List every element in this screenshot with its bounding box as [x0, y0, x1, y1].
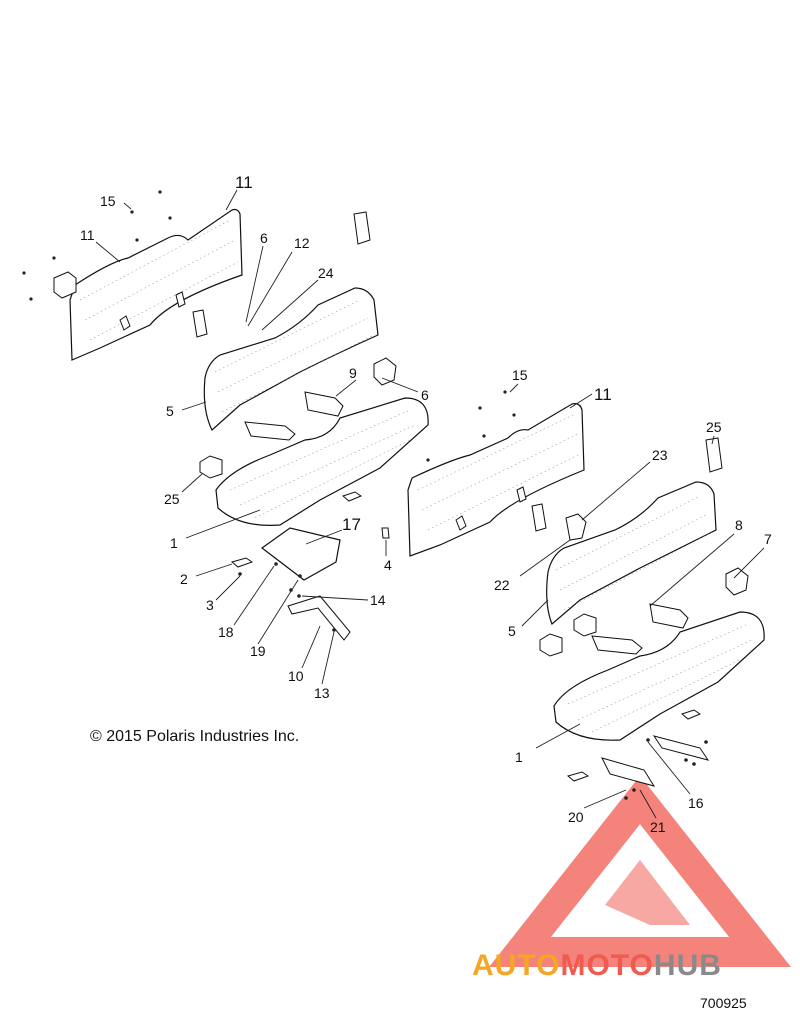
bumper-block-left [53, 271, 77, 299]
callout-11: 11 [80, 227, 95, 243]
hardware-screws-15-right [426, 390, 516, 462]
callout-25: 25 [164, 491, 180, 507]
bumper-block-7 [725, 567, 749, 596]
callout-15: 15 [100, 193, 116, 209]
latch-tab-center [341, 491, 363, 502]
watermark-wordmark: AUTOMOTOHUB [472, 949, 722, 982]
callout-22: 22 [494, 577, 510, 593]
callout-12: 12 [294, 235, 310, 251]
clip-4 [381, 527, 390, 539]
callout-4: 4 [384, 557, 392, 573]
hinge-bracket-top [353, 211, 371, 245]
bumper-block-25-left [199, 455, 223, 479]
leader-lines [95, 189, 765, 819]
watermark-part-moto: MOTO [560, 949, 653, 982]
callout-11: 11 [235, 173, 253, 192]
callout-14: 14 [370, 592, 386, 608]
backrest-panel-right [407, 403, 585, 557]
callout-8: 8 [735, 517, 743, 533]
callout-6: 6 [421, 387, 429, 403]
copyright-notice: © 2015 Polaris Industries Inc. [90, 728, 299, 745]
watermark-part-auto: AUTO [472, 949, 560, 982]
watermark-part-hub: HUB [654, 949, 722, 982]
latch-tab-left [230, 557, 254, 576]
backrest-panel-left [69, 208, 243, 361]
callout-13: 13 [314, 685, 330, 701]
mount-plate-17 [260, 527, 341, 581]
callout-1: 1 [515, 749, 523, 765]
callout-7: 7 [764, 531, 772, 547]
callout-20: 20 [568, 809, 584, 825]
callout-5: 5 [508, 623, 516, 639]
seat-back-cushion-left [203, 287, 379, 431]
callout-3: 3 [206, 597, 214, 613]
callout-1: 1 [170, 535, 178, 551]
figure-number: 700925 [700, 995, 747, 1011]
callout-17: 17 [342, 515, 361, 534]
seat-belt-buckle-right [591, 603, 689, 655]
callout-2: 2 [180, 571, 188, 587]
callout-6: 6 [260, 230, 268, 246]
callout-24: 24 [318, 265, 334, 281]
hinge-23 [565, 513, 587, 541]
mount-strip-16 [646, 735, 710, 766]
hinge-bracket-mid [192, 309, 208, 338]
seat-back-cushion-right [546, 481, 717, 626]
hinge-bracket-right [531, 437, 723, 532]
callout-25: 25 [706, 419, 722, 435]
bumper-block-25-right [539, 613, 597, 657]
callout-16: 16 [688, 795, 704, 811]
callout-labels: 11 15 11 6 12 24 5 9 6 25 1 17 2 3 18 19… [80, 173, 772, 835]
seat-belt-buckle-left [244, 391, 344, 441]
seat-bottom-cushion-left [215, 397, 429, 526]
hardware-screws-15-left [22, 190, 172, 301]
callout-15: 15 [512, 367, 528, 383]
callout-18: 18 [218, 624, 234, 640]
bumper-block-right [373, 357, 397, 386]
latch-tab-right [566, 709, 702, 782]
callout-19: 19 [250, 643, 266, 659]
callout-23: 23 [652, 447, 668, 463]
callout-10: 10 [288, 668, 304, 684]
callout-9: 9 [349, 365, 357, 381]
mount-strip-20 [601, 757, 656, 800]
watermark-logo [489, 775, 791, 967]
seat-bottom-cushion-right [553, 611, 765, 741]
svg-text:AUTOMOTOHUB: AUTOMOTOHUB [472, 949, 722, 982]
callout-5: 5 [166, 403, 174, 419]
callout-11: 11 [594, 385, 612, 404]
callout-21: 21 [650, 819, 666, 835]
